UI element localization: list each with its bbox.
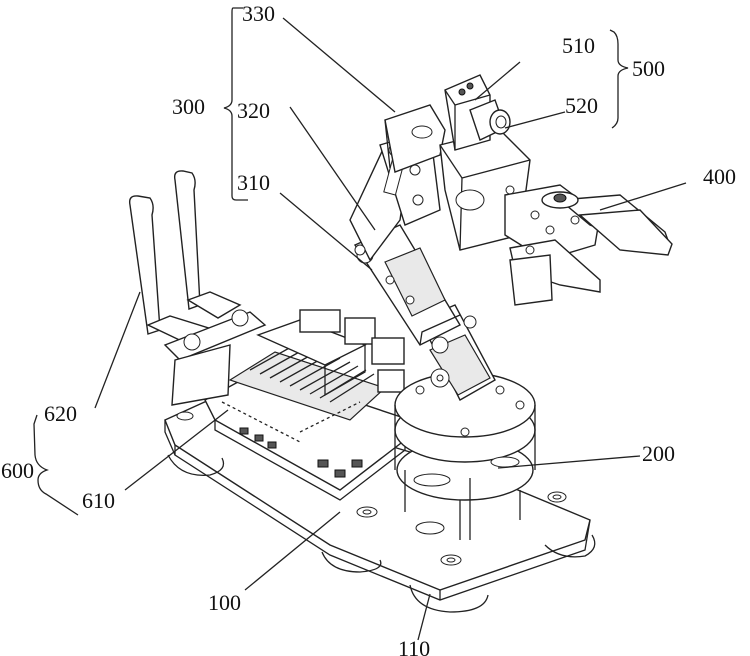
label-200: 200 bbox=[642, 441, 675, 466]
label-620: 620 bbox=[44, 401, 77, 426]
gripper bbox=[504, 184, 673, 306]
label-520: 520 bbox=[565, 93, 598, 118]
label-300: 300 bbox=[172, 94, 205, 119]
label-500: 500 bbox=[632, 56, 665, 81]
shoulder-servo bbox=[384, 104, 446, 173]
antennas bbox=[128, 170, 267, 406]
suction-cups bbox=[167, 454, 596, 613]
label-310: 310 bbox=[237, 170, 270, 195]
label-400: 400 bbox=[703, 164, 736, 189]
arm-segment-middle bbox=[353, 224, 461, 354]
label-110: 110 bbox=[398, 636, 430, 656]
controller-board bbox=[204, 309, 411, 501]
bracket-500 bbox=[609, 29, 629, 129]
label-610: 610 bbox=[82, 488, 115, 513]
label-510: 510 bbox=[562, 33, 595, 58]
label-320: 320 bbox=[237, 98, 270, 123]
label-600: 600 bbox=[1, 458, 34, 483]
bracket-300 bbox=[223, 7, 248, 201]
bracket-600 bbox=[33, 414, 79, 516]
label-100: 100 bbox=[208, 590, 241, 615]
label-330: 330 bbox=[242, 1, 275, 26]
reference-labels: 330 320 300 310 510 500 520 400 200 620 … bbox=[1, 1, 736, 656]
leader-lines bbox=[94, 17, 687, 641]
camera-assembly bbox=[444, 74, 511, 151]
